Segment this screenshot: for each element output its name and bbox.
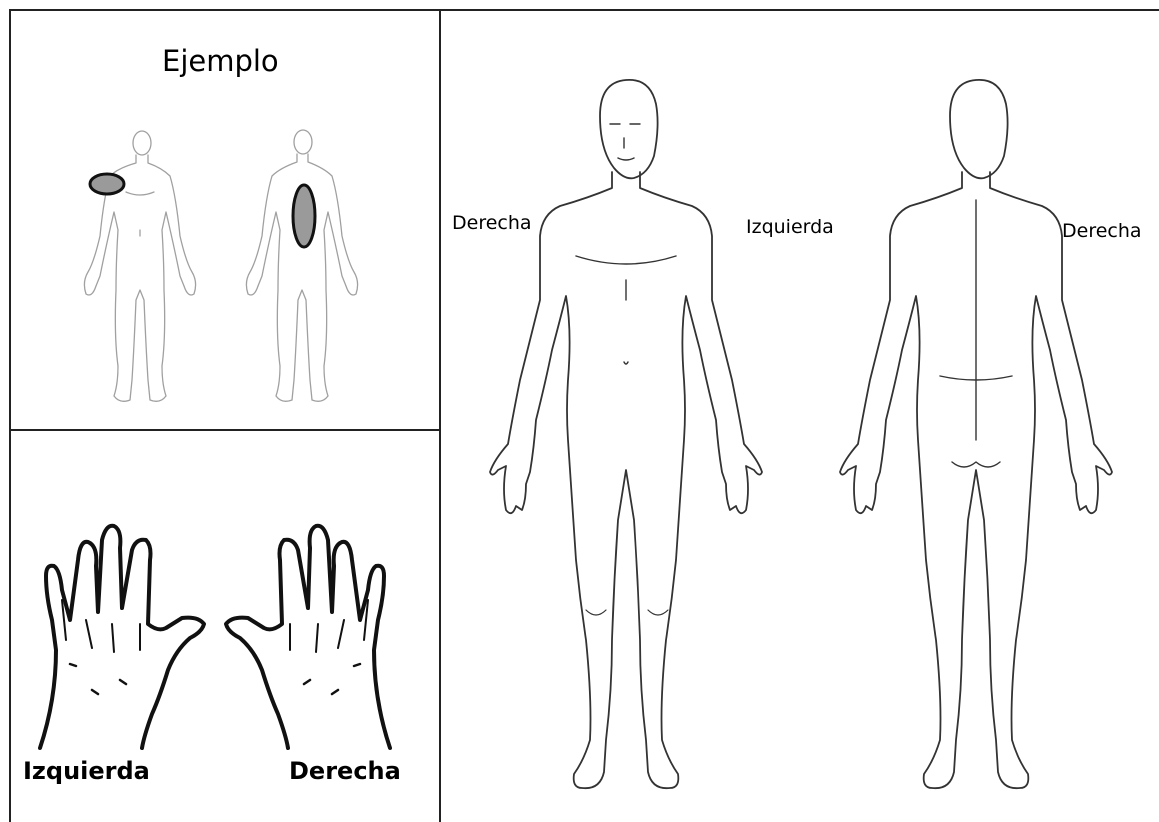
back-body-figure [840,80,1112,788]
front-right-label: Derecha [452,212,532,234]
front-body-figure [490,80,762,788]
back-right-label: Derecha [1062,220,1142,242]
front-left-label: Izquierda [746,216,834,238]
